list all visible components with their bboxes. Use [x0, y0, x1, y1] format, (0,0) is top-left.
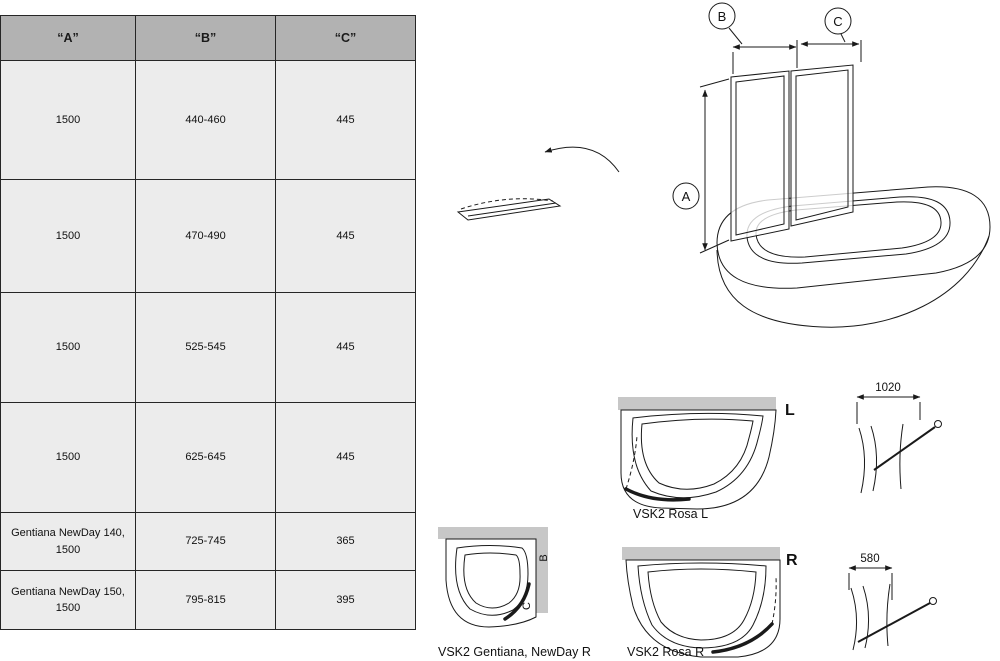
folded-width-580-drawing: 580 — [848, 553, 937, 651]
dim-c-leader — [840, 33, 846, 43]
gentiana-newday-r-label: VSK2 Gentiana, NewDay R — [438, 645, 591, 659]
folded-width-1020-value: 1020 — [875, 382, 901, 394]
screen-swing-dashed — [625, 435, 638, 490]
tub-apron — [716, 235, 990, 328]
dimension-a: A — [672, 78, 730, 254]
cell-c: 445 — [275, 292, 416, 403]
folded-screen-dashed-edge — [460, 198, 554, 210]
support-rod — [857, 602, 931, 643]
cell-a: Gentiana NewDay 140, 1500 — [0, 512, 136, 571]
folded-screen-sketch — [456, 198, 562, 221]
dim-label-b-rotated: B — [538, 554, 550, 561]
screen-arc — [503, 582, 531, 621]
orientation-marker-l: L — [785, 402, 795, 419]
tub-outline — [620, 409, 777, 510]
dim-label-b: B — [718, 9, 727, 24]
cell-c: 445 — [275, 402, 416, 513]
rosa-r-diagram: R VSK2 Rosa R — [622, 547, 798, 659]
dim-a-extension-top — [699, 78, 730, 88]
cell-c: 445 — [275, 179, 416, 293]
column-header-c: “C” — [275, 15, 416, 61]
screen-panel-right-frame — [795, 69, 849, 221]
cell-b: 725-745 — [135, 512, 276, 571]
screen-panels — [730, 64, 854, 242]
cell-b: 525-545 — [135, 292, 276, 403]
main-assembly-drawing: A B C — [456, 2, 991, 328]
table-row: 1500 440-460 445 — [0, 60, 416, 180]
column-header-b: “B” — [135, 15, 276, 61]
support-rod — [873, 426, 936, 471]
technical-drawings: A B C — [438, 2, 991, 659]
folded-screen-edge — [467, 202, 557, 217]
cell-a: 1500 — [0, 179, 136, 293]
cell-c: 365 — [275, 512, 416, 571]
screen-panel-left — [730, 70, 790, 242]
cell-b: 625-645 — [135, 402, 276, 513]
folded-panel-line — [862, 585, 869, 649]
gentiana-newday-r-diagram: B C VSK2 Gentiana, NewDay R — [438, 527, 591, 659]
cell-b: 795-815 — [135, 570, 276, 630]
screen-panel-right — [790, 64, 854, 227]
cell-a: 1500 — [0, 292, 136, 403]
cell-a: Gentiana NewDay 150, 1500 — [0, 570, 136, 630]
wall-top — [622, 547, 780, 560]
dim-label-c: C — [833, 14, 842, 29]
fold-direction-arrow — [544, 146, 620, 173]
orientation-marker-r: R — [786, 552, 798, 569]
folded-width-580-value: 580 — [860, 553, 879, 565]
screen-arc — [624, 487, 691, 502]
folded-panel-line — [870, 425, 878, 492]
rosa-l-label: VSK2 Rosa L — [633, 507, 708, 521]
rosa-l-diagram: L VSK2 Rosa L — [618, 397, 795, 521]
table-row: 1500 470-490 445 — [0, 179, 416, 293]
tub-outline — [625, 559, 781, 658]
dim-label-a: A — [682, 189, 691, 204]
dim-b-balloon — [708, 2, 736, 30]
table-header-row: “A” “B” “C” — [0, 15, 416, 61]
folded-panel-line — [850, 587, 857, 651]
dim-c-balloon — [824, 7, 852, 35]
table-row: 1500 525-545 445 — [0, 292, 416, 403]
cell-b: 470-490 — [135, 179, 276, 293]
dim-a-balloon — [672, 182, 700, 210]
table-row: Gentiana NewDay 150, 1500 795-815 395 — [0, 570, 416, 630]
dim-a-extension-bottom — [699, 239, 730, 254]
folded-width-1020-drawing: 1020 — [856, 382, 942, 494]
table-row: 1500 625-645 445 — [0, 402, 416, 513]
rod-end-knob — [934, 420, 942, 428]
dimension-table: “A” “B” “C” 1500 440-460 445 1500 470-49… — [0, 15, 416, 630]
folded-panel-line — [886, 583, 891, 647]
dim-b-leader — [728, 27, 743, 45]
table-row: Gentiana NewDay 140, 1500 725-745 365 — [0, 512, 416, 571]
dimension-c: C — [800, 7, 862, 62]
screen-panel-left-frame — [735, 75, 785, 236]
column-header-a: “A” — [0, 15, 136, 61]
tub-basin — [463, 552, 521, 609]
dim-label-c-rotated: C — [521, 602, 533, 610]
cell-c: 395 — [275, 570, 416, 630]
screen-swing-dashed — [771, 576, 777, 625]
rosa-r-label: VSK2 Rosa R — [627, 645, 704, 659]
cell-a: 1500 — [0, 60, 136, 180]
tub-rim — [637, 562, 767, 649]
folded-panel-line — [858, 427, 866, 494]
tub-basin — [640, 418, 754, 490]
tub-outline — [445, 538, 537, 628]
wall-top — [618, 397, 776, 410]
cell-a: 1500 — [0, 402, 136, 513]
rod-end-knob — [929, 597, 937, 605]
dimension-b: B — [708, 2, 798, 74]
cell-b: 440-460 — [135, 60, 276, 180]
folded-panel-line — [899, 423, 904, 490]
tub-basin — [647, 568, 757, 641]
screen-arc — [711, 622, 774, 654]
wall-top — [438, 527, 548, 539]
tub-rim — [631, 412, 764, 499]
cell-c: 445 — [275, 60, 416, 180]
wall-right — [536, 539, 548, 613]
